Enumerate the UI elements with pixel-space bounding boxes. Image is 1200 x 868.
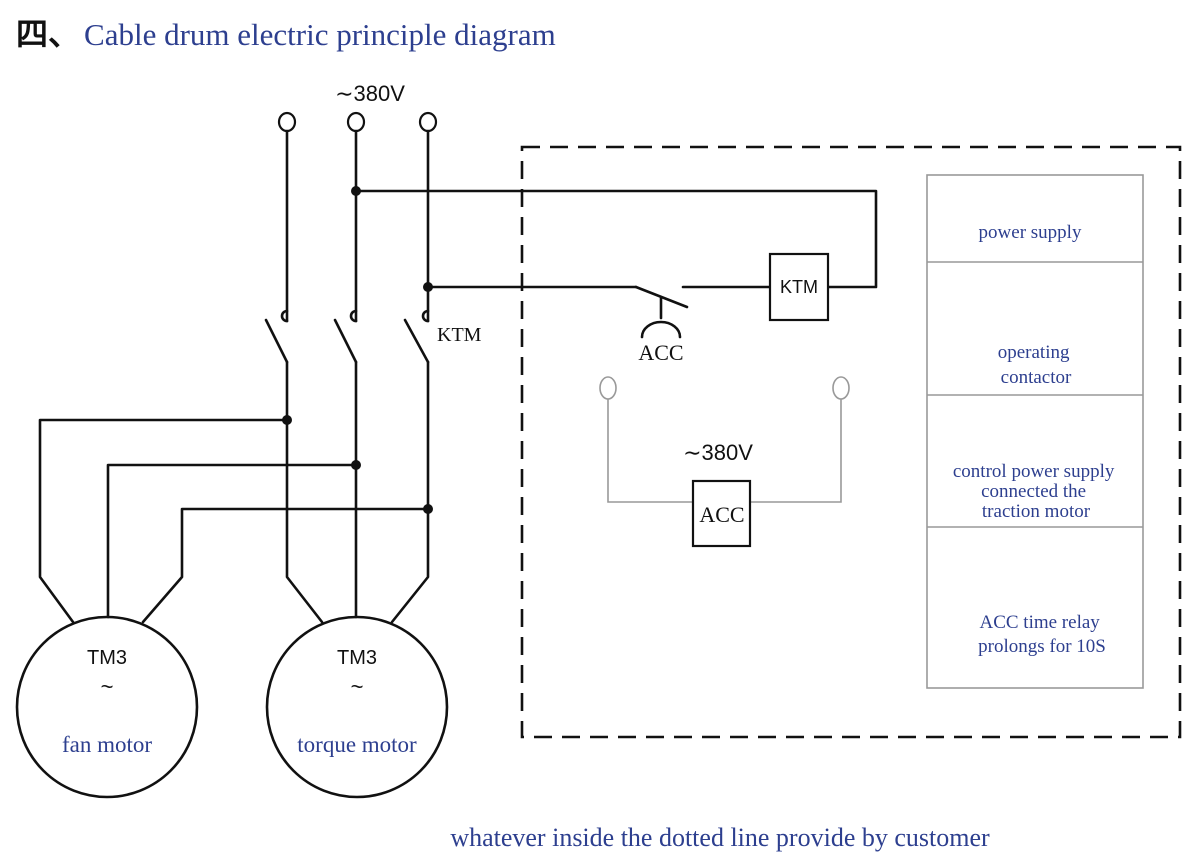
supply-terminal-l3 bbox=[418, 111, 438, 133]
torque-motor-feed-l3 bbox=[390, 360, 430, 624]
fan-motor-name: fan motor bbox=[62, 732, 152, 757]
torque-motor-name: torque motor bbox=[297, 732, 417, 757]
legend-line: connected the bbox=[981, 481, 1086, 502]
legend-row-power-supply: power supply bbox=[979, 222, 1082, 243]
junction-dot bbox=[351, 460, 361, 470]
legend-row-control-power: control power supply connected the tract… bbox=[953, 461, 1119, 522]
junction-dot bbox=[282, 415, 292, 425]
legend-row-acc-relay: ACC time relay prolongs for 10S bbox=[978, 612, 1106, 657]
title-prefix: 四、 bbox=[16, 16, 80, 52]
supply-voltage-label: ∼380V bbox=[335, 81, 405, 106]
page-title: 四、 Cable drum electric principle diagram bbox=[16, 16, 556, 52]
legend-line: prolongs for 10S bbox=[978, 636, 1106, 657]
legend-line: traction motor bbox=[982, 501, 1091, 522]
ktm-coil-label: KTM bbox=[780, 277, 818, 297]
acc-supply-terminal-right bbox=[832, 376, 850, 400]
acc-coil-box bbox=[691, 479, 752, 548]
fan-motor-feed-l2 bbox=[106, 463, 358, 619]
title-text: Cable drum electric principle diagram bbox=[84, 17, 556, 52]
ktm-coil-box bbox=[768, 252, 830, 322]
acc-supply-terminal-left bbox=[599, 376, 617, 400]
acc-time-delay-arc bbox=[640, 320, 682, 339]
acc-wire-right bbox=[750, 399, 842, 503]
legend-line: operating bbox=[998, 342, 1070, 363]
torque-motor-feed-l1 bbox=[285, 360, 324, 624]
junction-dot bbox=[351, 186, 361, 196]
fan-motor-feed-l3 bbox=[141, 507, 430, 624]
fan-motor-ac-symbol: ~ bbox=[101, 674, 114, 699]
contact-hook-l2 bbox=[349, 309, 358, 323]
switch-blade-l3 bbox=[403, 318, 430, 364]
legend-line: ACC time relay bbox=[979, 612, 1100, 633]
supply-terminal-l1 bbox=[277, 111, 297, 133]
legend-line: contactor bbox=[1001, 367, 1072, 388]
supply-terminal-l2 bbox=[346, 111, 366, 133]
main-contactor-label: KTM bbox=[437, 324, 482, 346]
contact-hook-l3 bbox=[421, 309, 430, 323]
torque-motor-symbol bbox=[265, 615, 449, 799]
acc-wire-left bbox=[607, 399, 693, 503]
control-wire-l2 bbox=[354, 189, 878, 289]
diagram-caption: whatever inside the dotted line provide … bbox=[450, 823, 990, 852]
customer-boundary-dashed bbox=[520, 145, 1182, 739]
junction-dot bbox=[423, 504, 433, 514]
torque-motor-code: TM3 bbox=[337, 647, 377, 669]
fan-motor-feed-l1 bbox=[38, 418, 289, 624]
torque-motor-ac-symbol: ~ bbox=[351, 674, 364, 699]
acc-contact-label: ACC bbox=[638, 340, 683, 365]
contact-hook-l1 bbox=[280, 309, 289, 323]
legend-row-operating-contactor: operating contactor bbox=[998, 342, 1075, 388]
switch-blade-l1 bbox=[264, 318, 289, 364]
fan-motor-code: TM3 bbox=[87, 647, 127, 669]
legend-line: control power supply bbox=[953, 461, 1115, 482]
junction-dot bbox=[423, 282, 433, 292]
acc-supply-voltage-label: ∼380V bbox=[683, 440, 753, 465]
legend-table bbox=[926, 174, 1144, 689]
fan-motor-symbol bbox=[15, 615, 199, 799]
switch-blade-l2 bbox=[333, 318, 358, 364]
acc-coil-label: ACC bbox=[699, 502, 744, 527]
